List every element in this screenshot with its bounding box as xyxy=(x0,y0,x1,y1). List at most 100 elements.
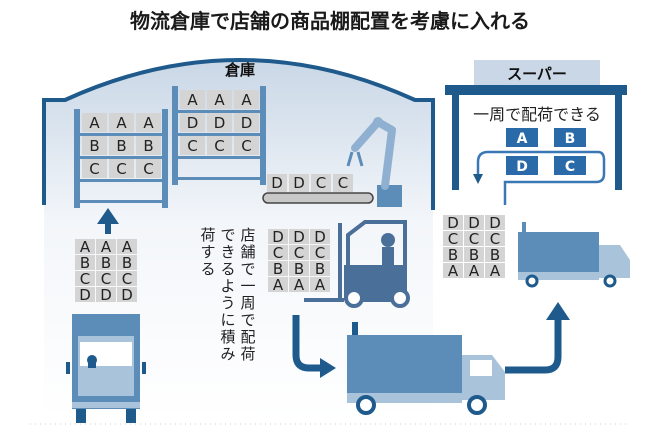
box xyxy=(310,261,330,276)
note-char: で xyxy=(220,226,235,244)
box xyxy=(207,113,232,132)
box xyxy=(96,255,116,270)
box xyxy=(207,90,232,109)
shelf-tile-label: C xyxy=(565,159,575,175)
box-label: B xyxy=(122,254,132,272)
note-char: よ xyxy=(220,277,235,295)
store-truck-icon xyxy=(518,222,630,288)
note-char: き xyxy=(220,243,235,261)
box xyxy=(96,239,116,254)
shelf-board xyxy=(178,177,260,180)
box-label: A xyxy=(116,114,127,132)
box xyxy=(268,229,288,244)
box xyxy=(234,113,259,132)
note-char: 舗 xyxy=(240,243,255,261)
note-char: で xyxy=(240,260,255,278)
box xyxy=(485,247,505,262)
note-char: う xyxy=(220,294,235,312)
box-label: B xyxy=(143,137,153,155)
box-label: D xyxy=(79,286,91,304)
box-label: C xyxy=(122,270,132,288)
shelf-tile-label: B xyxy=(565,131,576,147)
box xyxy=(180,136,205,155)
note-char: 積 xyxy=(220,328,235,346)
note-char: 荷 xyxy=(200,226,215,244)
box xyxy=(75,239,95,254)
box xyxy=(267,174,287,192)
inbound-arrow-icon xyxy=(97,208,119,234)
box xyxy=(268,245,288,260)
box-label: D xyxy=(293,228,305,246)
box-label: C xyxy=(187,137,197,155)
shelf-post xyxy=(260,86,266,185)
box-label: B xyxy=(273,260,283,278)
robot-arm-icon xyxy=(346,117,402,207)
supermarket-sign xyxy=(474,60,600,86)
shelf-board xyxy=(80,156,162,159)
note-char: す xyxy=(200,243,215,261)
warehouse-roof xyxy=(42,58,435,210)
box xyxy=(464,247,484,262)
warehouse-label: 倉庫 xyxy=(224,61,255,79)
delivery-truck-icon xyxy=(347,322,505,415)
box-label: D xyxy=(489,214,501,232)
box xyxy=(75,255,95,270)
to-store-arrow-icon xyxy=(505,318,562,374)
box-label: A xyxy=(187,91,198,109)
box xyxy=(289,174,309,192)
note-char: 一 xyxy=(240,277,255,295)
note-char: 周 xyxy=(240,294,255,312)
box xyxy=(289,277,309,292)
box-label: D xyxy=(121,286,133,304)
box-label: A xyxy=(89,114,100,132)
conveyor-belt xyxy=(262,192,374,204)
box xyxy=(234,90,259,109)
box xyxy=(443,215,463,230)
box xyxy=(136,159,161,178)
box xyxy=(136,113,161,132)
box-label: C xyxy=(448,230,458,248)
shelf-tile xyxy=(506,128,538,147)
shelf-tile-label: D xyxy=(516,159,528,175)
box-label: B xyxy=(490,246,500,264)
box xyxy=(234,136,259,155)
box xyxy=(96,287,116,302)
box xyxy=(464,231,484,246)
box-label: B xyxy=(469,246,479,264)
note-char: で xyxy=(240,311,255,329)
box xyxy=(180,113,205,132)
shelf-post xyxy=(162,109,168,208)
shelf-board xyxy=(80,200,162,203)
box-label: D xyxy=(187,114,199,132)
note-char: み xyxy=(220,345,235,363)
box-label: C xyxy=(469,230,479,248)
box-label: C xyxy=(294,244,304,262)
box xyxy=(207,136,232,155)
box-label: A xyxy=(101,238,112,256)
box xyxy=(117,287,137,302)
box-label: A xyxy=(143,114,154,132)
box-label: C xyxy=(89,160,99,178)
supermarket-caption: 一周で配荷できる xyxy=(473,105,601,124)
shelf-tile-label: A xyxy=(517,131,528,147)
box-label: A xyxy=(448,262,459,280)
note-char: る xyxy=(200,260,215,278)
shelf-board xyxy=(178,110,260,113)
box xyxy=(310,229,330,244)
box-label: A xyxy=(469,262,480,280)
box-label: A xyxy=(122,238,133,256)
box xyxy=(289,229,309,244)
box-label: B xyxy=(80,254,90,272)
box xyxy=(485,231,505,246)
box xyxy=(82,113,107,132)
note-char: る xyxy=(220,260,235,278)
box-label: C xyxy=(338,174,348,192)
box-label: D xyxy=(272,228,284,246)
to-truck-arrow-icon xyxy=(292,315,322,372)
box-label: B xyxy=(315,260,325,278)
